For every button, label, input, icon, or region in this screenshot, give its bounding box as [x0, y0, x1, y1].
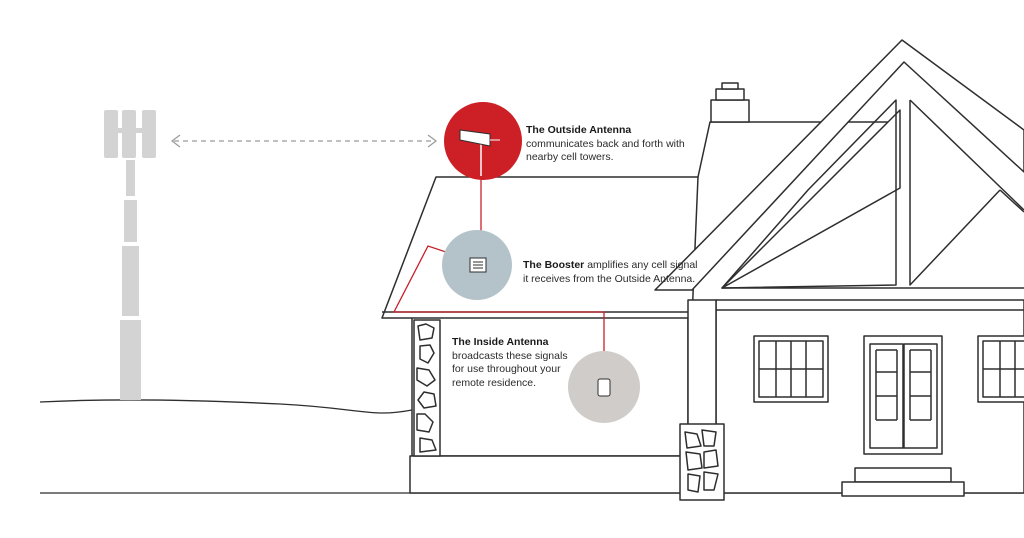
gable-roof [654, 39, 1024, 291]
inside-antenna-caption: The Inside Antenna broadcasts these sign… [452, 336, 582, 390]
inside-antenna-title: The Inside Antenna [452, 336, 549, 348]
yagi-antenna-icon [459, 129, 500, 176]
inside-antenna-text: broadcasts these signals for use through… [452, 349, 568, 389]
booster-caption: The Booster amplifies any cell signal it… [523, 259, 698, 286]
chimney [710, 99, 750, 123]
porch-post [687, 299, 717, 429]
cell-tower-icon [104, 110, 156, 400]
inside-antenna [568, 351, 640, 423]
booster-text: amplifies any cell signal it receives fr… [523, 259, 698, 285]
outside-antenna-caption: The Outside Antenna communicates back an… [526, 124, 686, 165]
signal-link-arrow [171, 134, 437, 148]
stone-column-left [413, 319, 441, 457]
outside-antenna-title: The Outside Antenna [526, 124, 632, 136]
outside-antenna-text: communicates back and forth with nearby … [526, 137, 685, 164]
booster [442, 230, 512, 300]
side-roof [381, 176, 699, 319]
outside-antenna [444, 102, 522, 180]
booster-title: The Booster [523, 259, 585, 271]
house [381, 39, 1024, 501]
dome-antenna-icon [597, 378, 611, 397]
signal-booster-icon [469, 257, 487, 273]
